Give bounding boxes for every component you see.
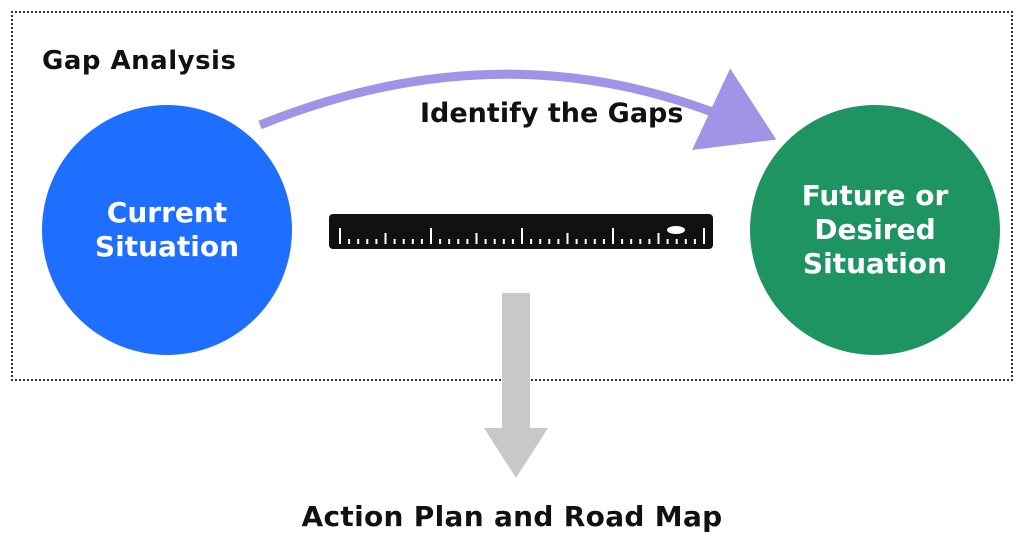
- current-situation-circle: Current Situation: [42, 105, 292, 355]
- action-plan-label: Action Plan and Road Map: [301, 500, 723, 533]
- frame-title: Gap Analysis: [42, 46, 237, 76]
- future-situation-label: Future or Desired Situation: [801, 179, 949, 280]
- identify-gaps-label: Identify the Gaps: [420, 98, 684, 129]
- future-situation-circle: Future or Desired Situation: [750, 105, 1000, 355]
- current-situation-label: Current Situation: [94, 196, 240, 263]
